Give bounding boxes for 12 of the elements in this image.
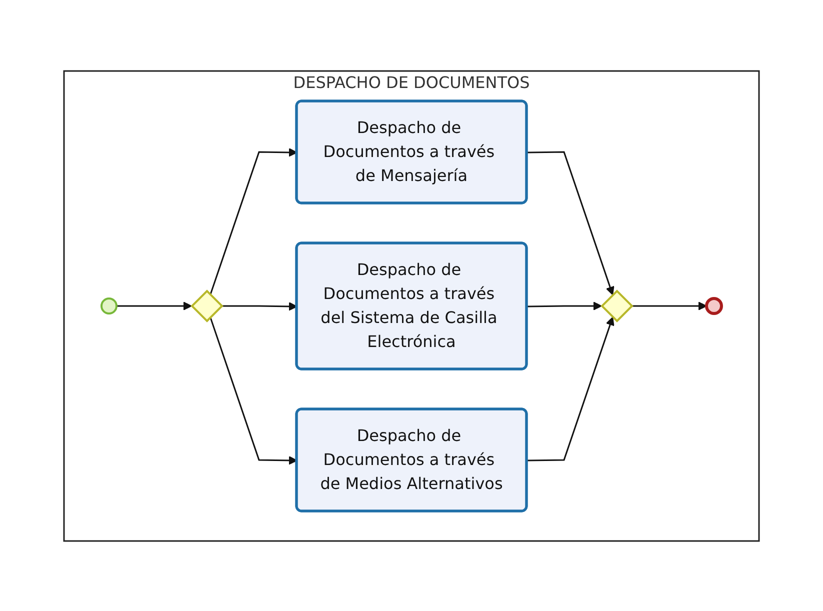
node-circle (100, 297, 118, 314)
arrow (526, 301, 602, 310)
arrow (210, 148, 298, 295)
arrow (527, 150, 614, 295)
arrow (527, 316, 614, 461)
node-circle (705, 296, 723, 314)
arrow (116, 301, 192, 310)
node-diamond (190, 289, 224, 322)
arrow (632, 301, 707, 310)
arrow (210, 316, 298, 464)
arrow (222, 302, 298, 310)
node-diamond (600, 289, 634, 322)
